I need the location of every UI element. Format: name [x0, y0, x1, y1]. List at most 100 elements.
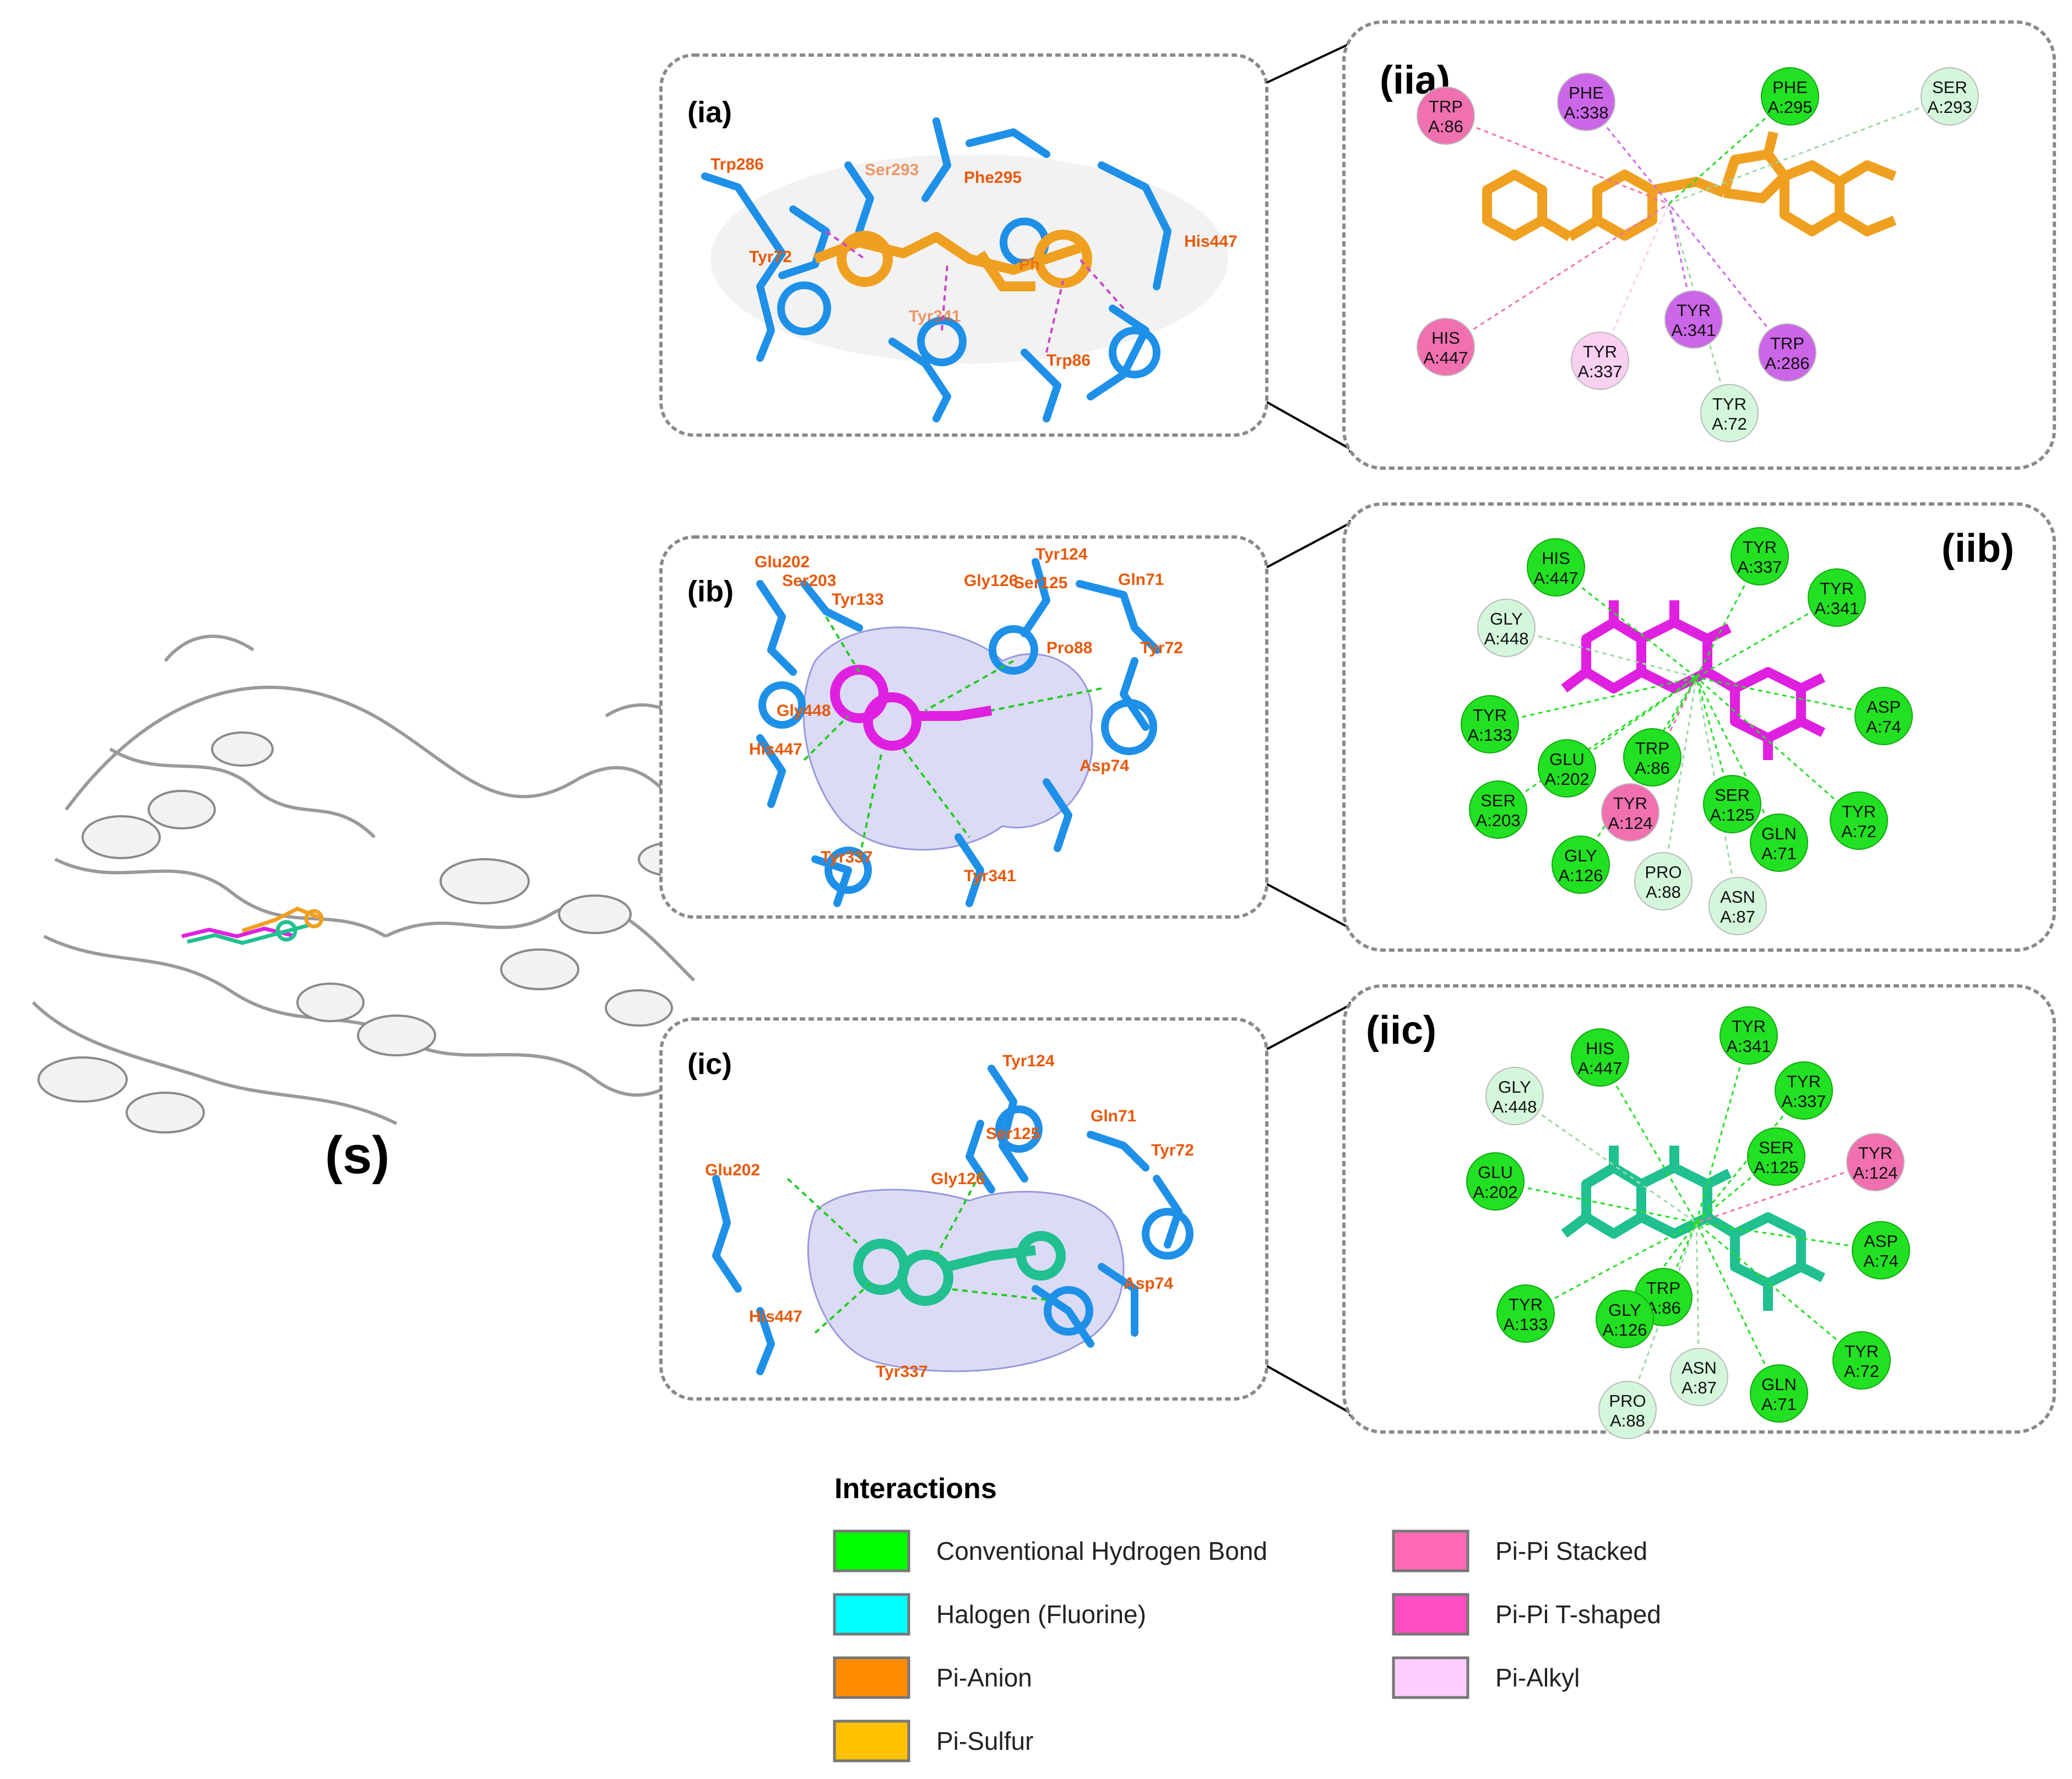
iib-interaction-line [1695, 677, 1780, 843]
iic-residue-name: GLU [1478, 1163, 1513, 1182]
iic-residue-node [1670, 1348, 1728, 1406]
ia-res-ser293: Ser293 [865, 161, 919, 179]
iib-residue-name: PRO [1645, 863, 1682, 882]
iia-interaction-line [1445, 115, 1669, 205]
iib-residue-nodes: HISA:447TYRA:337TYRA:341GLYA:448ASPA:74T… [1461, 527, 1913, 935]
iib-residue-number: A:133 [1467, 725, 1512, 745]
iib-residue-number: A:124 [1608, 813, 1652, 833]
iia-residue-node [1664, 290, 1723, 349]
iib-residue-number: A:74 [1866, 717, 1901, 736]
iib-residue-node [1708, 877, 1767, 935]
iib-interaction-line [1695, 677, 1733, 805]
iib-residue-number: A:448 [1484, 629, 1528, 648]
iic-residue-name: TYR [1787, 1072, 1821, 1091]
ib-res-his447: His447 [749, 740, 802, 758]
protein-ribbon [31, 634, 718, 1125]
iic-residue-name: ASN [1682, 1358, 1717, 1377]
ib-res-tyr124: Tyr124 [1035, 545, 1088, 563]
iia-residue-name: SER [1932, 78, 1967, 97]
legend-swatch [833, 1720, 910, 1762]
iic-residue-number: A:341 [1726, 1037, 1771, 1056]
ic-res-glu202: Glu202 [705, 1161, 760, 1179]
ic-res-tyr124: Tyr124 [1002, 1052, 1055, 1070]
iib-interaction-line [1555, 566, 1697, 679]
ligand-cluster [181, 907, 324, 945]
iic-residue-number: A:126 [1602, 1320, 1647, 1339]
iia-residue-node [1417, 86, 1475, 145]
legend: Interactions Conventional Hydrogen BondH… [833, 1473, 1661, 1762]
iic-residue-name: HIS [1586, 1039, 1614, 1058]
iic-interaction-line [1696, 1222, 1881, 1251]
iib-residue-name: GLU [1549, 750, 1585, 769]
legend-swatch [1392, 1656, 1469, 1699]
legend-label: Halogen (Fluorine) [936, 1600, 1146, 1629]
iia-residue-name: TYR [1712, 394, 1746, 414]
iia-residue-number: A:337 [1577, 362, 1622, 381]
iib-residue-name: TYR [1842, 802, 1876, 821]
ic-res-ser125: Ser125 [986, 1125, 1040, 1143]
ia-res-tyr341: Tyr341 [909, 307, 961, 326]
iic-residue-name: GLN [1761, 1375, 1797, 1394]
ib-res-gln71: Gln71 [1118, 571, 1164, 589]
iic-residue-name: GLY [1608, 1300, 1641, 1320]
legend-swatch [1392, 1529, 1469, 1572]
iia-residue-name: TRP [1770, 334, 1804, 353]
ib-res-glu202: Glu202 [755, 553, 810, 571]
iib-residue-name: TYR [1613, 794, 1647, 813]
iia-interaction-line [1445, 203, 1669, 348]
iic-interaction-line [1599, 1057, 1697, 1223]
iib-residue-node [1830, 791, 1888, 850]
iic-residue-node [1466, 1152, 1525, 1211]
ic-res-his447: His447 [749, 1308, 802, 1326]
iic-residue-node [1747, 1127, 1805, 1186]
iib-residue-number: A:125 [1710, 805, 1754, 825]
iia-residue-node [1571, 332, 1629, 390]
iib-residue-name: SER [1480, 791, 1516, 810]
iib-residue-node [1527, 538, 1585, 596]
ib-res-gly448: Gly448 [777, 702, 831, 720]
iib-interaction-line [1696, 676, 1859, 822]
iib-residue-name: GLN [1761, 824, 1797, 843]
iic-residue-name: TYR [1732, 1017, 1766, 1036]
legend-label: Conventional Hydrogen Bond [936, 1537, 1267, 1565]
ic-res-gln71: Gln71 [1091, 1107, 1136, 1125]
ia-res-his447: His447 [1184, 232, 1238, 251]
iic-interaction-line [1696, 1161, 1876, 1224]
iia-residue-name: TYR [1677, 301, 1711, 320]
legend-swatch [833, 1529, 910, 1572]
protein-helices [37, 731, 706, 1133]
iic-residue-number: A:87 [1682, 1378, 1717, 1397]
ib-res-asp74: Asp74 [1080, 757, 1129, 775]
legend-label: Pi-Alkyl [1495, 1663, 1580, 1692]
iib-residue-node [1703, 775, 1761, 833]
iic-ligand [1561, 1146, 1826, 1311]
legend-label: Pi-Anion [936, 1663, 1032, 1692]
ib-res-pro88: Pro88 [1046, 639, 1092, 657]
iia-residue-node [1700, 384, 1759, 442]
iia-residue-number: A:86 [1428, 117, 1463, 136]
iic-residue-name: TYR [1858, 1143, 1892, 1163]
iic-residue-number: A:202 [1473, 1183, 1517, 1202]
iib-interaction-line [1695, 556, 1761, 678]
iib-residue-name: SER [1715, 785, 1750, 805]
iic-residue-number: A:71 [1761, 1395, 1797, 1414]
ic-res-tyr337: Tyr337 [876, 1363, 928, 1381]
iib-interaction-line [1489, 676, 1697, 725]
ib-res-tyr337: Tyr337 [821, 848, 873, 866]
iic-residue-number: A:133 [1503, 1315, 1548, 1334]
iic-residue-node [1571, 1028, 1629, 1087]
panel-ib-label: (ib) [687, 575, 734, 608]
iib-residue-node [1731, 527, 1789, 585]
iic-interaction-line [1514, 1095, 1697, 1224]
iic-residue-name: PRO [1609, 1391, 1646, 1411]
panel-iic-label: (iic) [1366, 1008, 1436, 1053]
iia-residue-node [1417, 318, 1475, 376]
iib-residue-number: A:88 [1646, 882, 1681, 902]
panel-ia: (ia) Trp286 Ser293 P [659, 53, 1268, 437]
iib-interaction-line [1662, 677, 1697, 882]
iic-residue-number: A:447 [1577, 1059, 1622, 1078]
iib-residue-number: A:203 [1476, 811, 1520, 830]
iib-residue-node [1461, 695, 1519, 753]
